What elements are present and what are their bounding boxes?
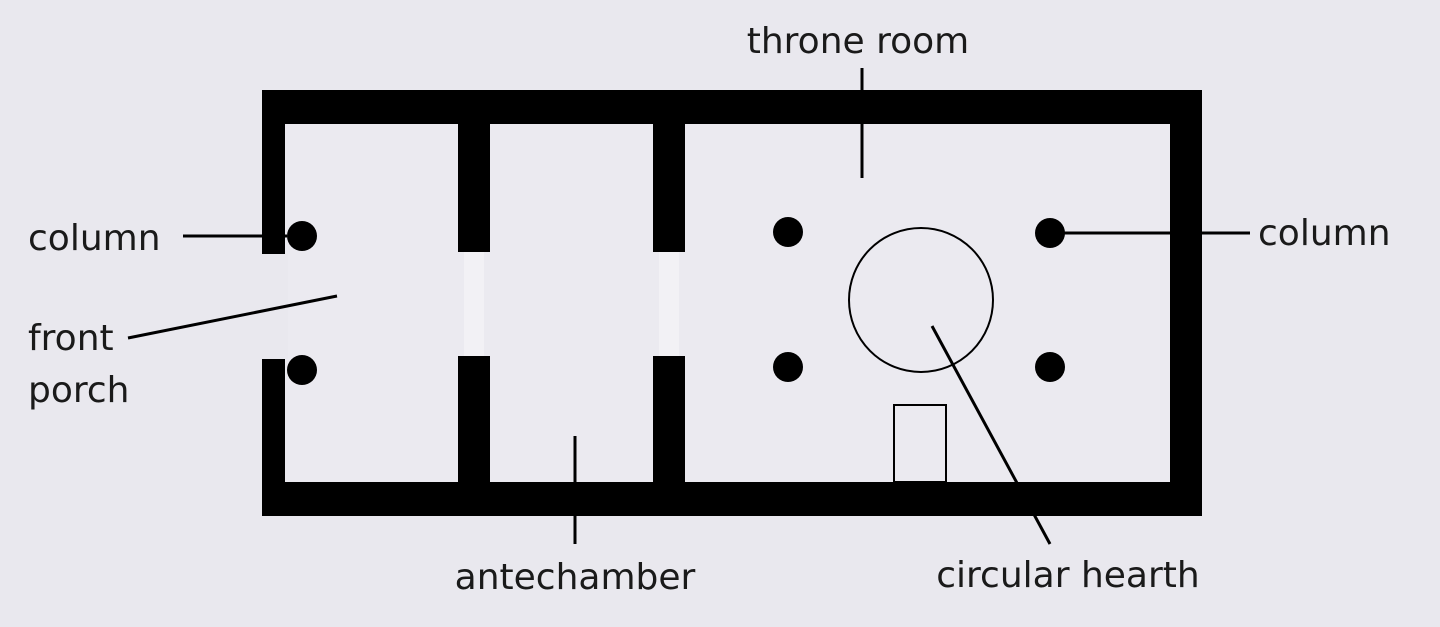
interior-walls <box>458 122 685 484</box>
outer-walls <box>258 90 1202 516</box>
porch-column-bottom <box>287 355 317 385</box>
label-antechamber: antechamber <box>455 557 696 598</box>
leader-circular-hearth <box>930 325 1052 545</box>
label-front-porch-line2: porch <box>28 370 130 411</box>
wall-porch-antechamber-upper <box>458 122 490 252</box>
throne-column-bottom-left <box>773 352 803 382</box>
label-circular-hearth: circular hearth <box>936 555 1199 596</box>
doorway-porch-antechamber <box>464 252 484 356</box>
wall-porch-antechamber-lower <box>458 356 490 484</box>
porch-column-top <box>287 221 317 251</box>
wall-antechamber-throne-lower <box>653 356 685 484</box>
interior-floor <box>285 124 1170 482</box>
label-front-porch-line1: front <box>28 318 114 359</box>
label-column-right: column <box>1258 213 1391 254</box>
leader-lines <box>127 68 1250 545</box>
throne-column-top-left <box>773 217 803 247</box>
throne <box>893 404 947 483</box>
label-throne-room: throne room <box>747 21 970 62</box>
circular-hearth <box>848 227 994 373</box>
wall-antechamber-throne-upper <box>653 122 685 252</box>
label-column-left: column <box>28 218 161 259</box>
leader-front-porch <box>127 294 338 340</box>
doorway-antechamber-throne <box>659 252 679 356</box>
throne-column-bottom-right <box>1035 352 1065 382</box>
columns <box>287 217 1065 385</box>
